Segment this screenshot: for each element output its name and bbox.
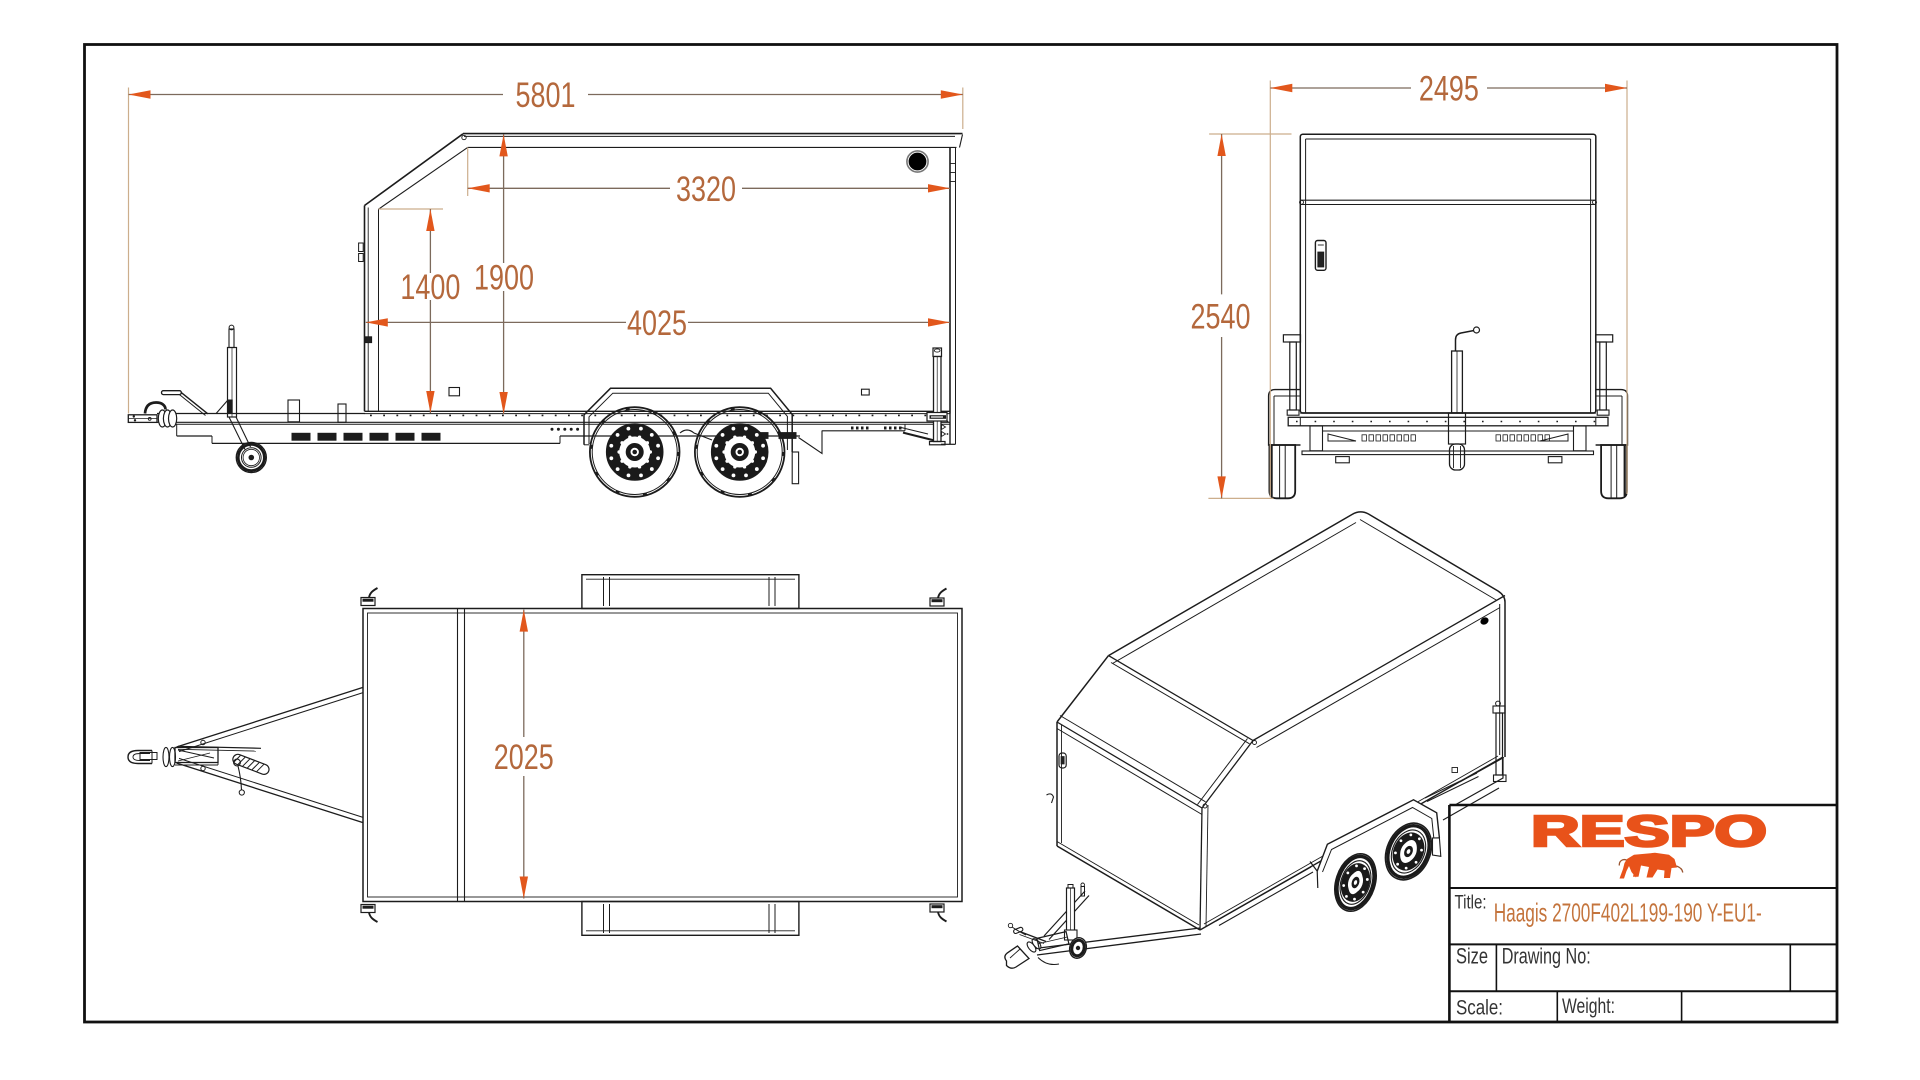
svg-text:Size: Size bbox=[1456, 944, 1488, 969]
svg-text:2540: 2540 bbox=[1191, 298, 1251, 337]
svg-text:Title:: Title: bbox=[1455, 893, 1487, 914]
svg-text:Weight:: Weight: bbox=[1562, 995, 1615, 1018]
svg-text:2025: 2025 bbox=[494, 738, 554, 777]
svg-text:Haagis 2700F402L199-190 Y-EU1-: Haagis 2700F402L199-190 Y-EU1- bbox=[1494, 898, 1762, 928]
svg-text:4025: 4025 bbox=[627, 304, 687, 343]
svg-text:Scale:: Scale: bbox=[1456, 997, 1503, 1020]
svg-text:Drawing No:: Drawing No: bbox=[1502, 944, 1591, 969]
svg-text:RESPO: RESPO bbox=[1531, 807, 1767, 856]
svg-text:2495: 2495 bbox=[1419, 70, 1479, 109]
svg-text:3320: 3320 bbox=[676, 170, 736, 209]
svg-text:1400: 1400 bbox=[400, 268, 460, 307]
svg-text:1900: 1900 bbox=[474, 259, 534, 298]
svg-text:5801: 5801 bbox=[516, 76, 576, 115]
